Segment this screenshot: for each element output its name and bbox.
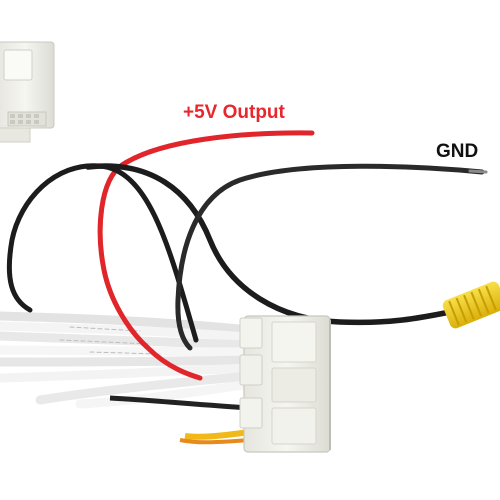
yellow-wire: [184, 429, 251, 440]
black-cross-wire: [85, 163, 453, 326]
rca-plug: [442, 281, 500, 329]
ground-label: GND: [436, 141, 479, 162]
black-loop-wire: [6, 163, 199, 343]
white-wire-bundle: [0, 311, 255, 409]
orange-wire: [179, 438, 251, 445]
lower-black-wire: [109, 395, 251, 411]
main-connector: [239, 315, 331, 453]
red-wire: [97, 130, 315, 381]
gnd-wire: [175, 163, 485, 351]
gnd-wire-tip: [468, 169, 488, 174]
top-connector: [0, 41, 55, 143]
power-output-label: +5V Output: [183, 102, 285, 123]
